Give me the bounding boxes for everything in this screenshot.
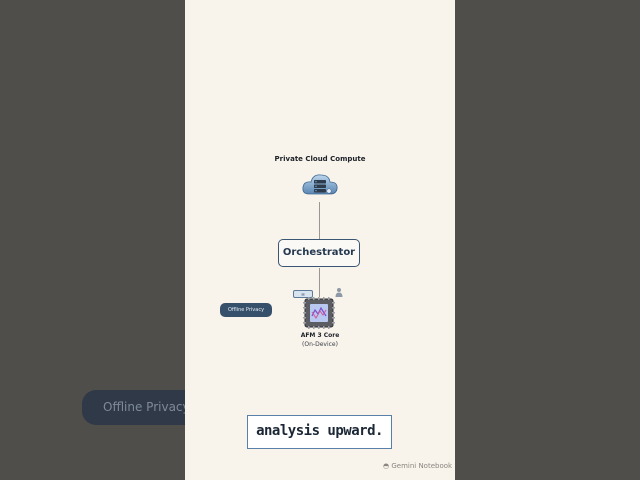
cloud-server-icon	[302, 174, 338, 195]
orchestrator-node: Orchestrator	[278, 239, 360, 267]
watermark: ◓ Gemini Notebook	[383, 462, 452, 470]
right-backdrop	[455, 0, 640, 480]
mail-badge-icon: ✉	[293, 290, 313, 298]
offline-privacy-pill: Offline Privacy	[220, 303, 272, 317]
connector-orchestrator-chip	[319, 268, 320, 297]
caption-subtitle: analysis upward.	[247, 415, 392, 449]
watermark-label: Gemini Notebook	[391, 462, 453, 470]
chip-icon	[303, 297, 335, 329]
cloud-node-label: Private Cloud Compute	[274, 155, 366, 163]
diagram-panel: Private Cloud Compute Orchestrator ✉	[185, 0, 455, 480]
person-icon	[335, 288, 343, 297]
notebook-icon: ◓	[383, 462, 390, 470]
connector-cloud-orchestrator	[319, 202, 320, 239]
chip-node-sublabel: (On-Device)	[302, 341, 338, 348]
chip-node-label: AFM 3 Core	[300, 332, 340, 339]
